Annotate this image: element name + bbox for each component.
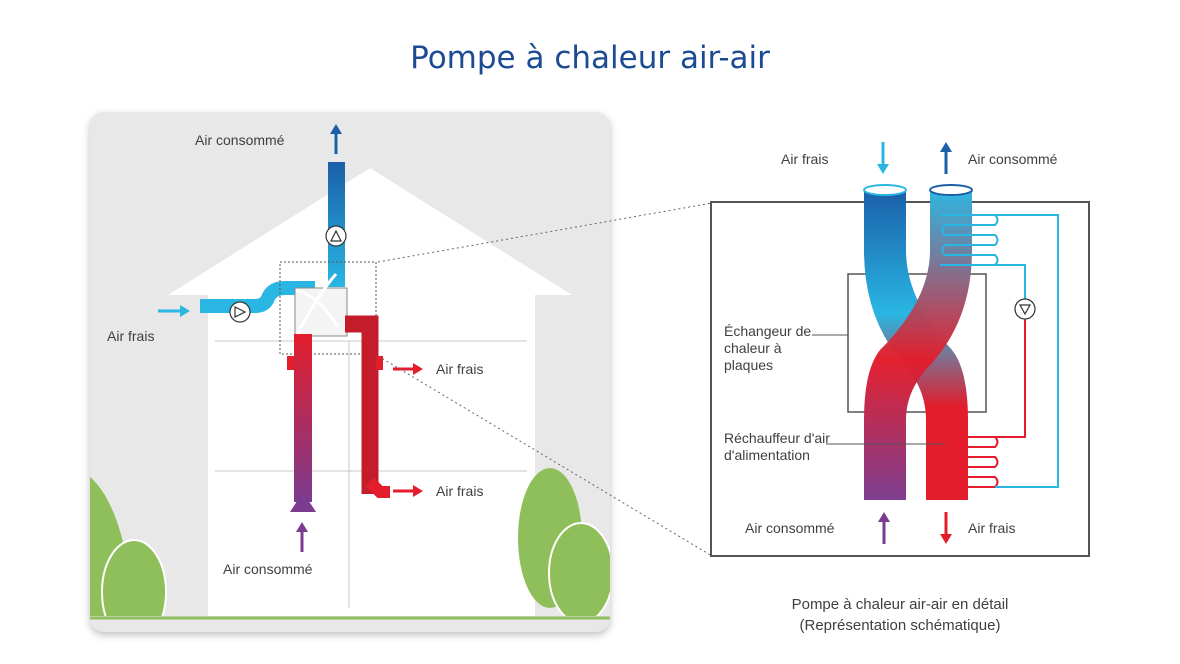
- arrow-extract-icon: [296, 522, 308, 532]
- shrub-left-2: [101, 539, 167, 632]
- detail-label-heater: Réchauffeur d'air d'alimentation: [724, 430, 830, 463]
- pump-triangle: [1018, 304, 1032, 316]
- fan-triangle-left: [234, 306, 247, 318]
- exhaust-duct: [328, 162, 345, 287]
- flow-curve-b: [296, 273, 338, 333]
- label-top-exhaust: Air consommé: [195, 132, 285, 148]
- house-panel: Air consommé Air frais Air frais Air fra…: [90, 112, 610, 632]
- page-title: Pompe à chaleur air-air: [410, 40, 770, 76]
- duct-extract-to-supply: [864, 190, 972, 500]
- duct-top-right: [929, 184, 973, 196]
- arrow-exhaust-out-icon: [940, 142, 952, 152]
- arrow-up-icon: [330, 124, 342, 134]
- supply-flange-left: [287, 356, 294, 370]
- zoom-box-house: [279, 261, 377, 355]
- refrigerant-loop-outer: [995, 214, 1059, 488]
- detail-caption: Pompe à chaleur air-air en détail (Repré…: [730, 594, 1070, 636]
- supply-duct-left: [294, 334, 312, 502]
- extract-diffuser: [290, 492, 316, 512]
- supply-duct-right: [345, 315, 379, 494]
- label-left-intake: Air frais: [107, 328, 155, 344]
- supply-duct-bottom: [365, 477, 390, 498]
- detail-label-bottom-right: Air frais: [968, 520, 1016, 536]
- flow-curve-a: [295, 288, 340, 328]
- refrigerant-loop-red: [995, 320, 1026, 438]
- supply-flange-right: [376, 356, 383, 370]
- detail-label-top-right: Air consommé: [968, 151, 1058, 167]
- arrow-supply-out-icon: [940, 534, 952, 544]
- arrow-extract-in-icon: [878, 512, 890, 522]
- label-right-upper: Air frais: [436, 361, 484, 377]
- coil-heater: [940, 436, 999, 488]
- fan-triangle-top: [330, 229, 342, 242]
- label-bottom-extract: Air consommé: [223, 561, 313, 577]
- caption-line-1: Pompe à chaleur air-air en détail: [791, 596, 1009, 613]
- house-diagram: [90, 124, 610, 632]
- coil-cooling: [940, 214, 999, 266]
- detail-label-exchanger: Échangeur de chaleur à plaques: [724, 323, 812, 373]
- duct-top-left: [863, 184, 907, 196]
- ground: [90, 616, 610, 632]
- arrow-fresh-in-icon: [877, 164, 889, 174]
- zoom-line-top: [377, 202, 713, 263]
- arrow-intake-icon: [180, 305, 190, 317]
- detail-label-top-left: Air frais: [781, 151, 829, 167]
- detail-label-bottom-left: Air consommé: [745, 520, 835, 536]
- pump-icon: [1014, 298, 1036, 320]
- arrow-supply-upper-icon: [413, 363, 423, 375]
- label-right-lower: Air frais: [436, 483, 484, 499]
- arrow-supply-lower-icon: [413, 485, 423, 497]
- exchanger-box-detail: [847, 273, 987, 413]
- caption-line-2: (Représentation schématique): [799, 617, 1001, 634]
